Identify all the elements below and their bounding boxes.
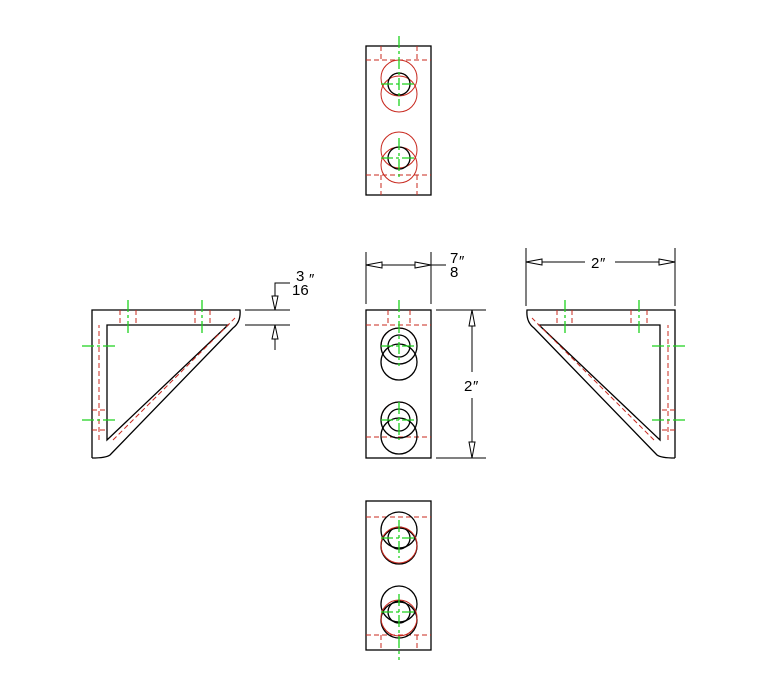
height-value: 2 — [464, 378, 472, 395]
width-unit: ″ — [459, 253, 465, 270]
length-dimension: 2 ″ — [525, 248, 676, 306]
width-denominator: 8 — [450, 264, 458, 281]
height-unit: ″ — [473, 378, 479, 395]
thickness-denominator: 16 — [292, 282, 309, 299]
bottom-view — [365, 500, 432, 660]
front-view — [365, 300, 432, 459]
left-side-view — [82, 300, 241, 459]
thickness-unit: ″ — [309, 271, 315, 288]
width-numerator: 7 — [450, 250, 458, 267]
thickness-dimension: 3 16 ″ — [245, 268, 315, 350]
length-unit: ″ — [600, 255, 606, 272]
height-dimension: 2 ″ — [436, 309, 486, 459]
length-value: 2 — [591, 255, 599, 272]
top-view — [365, 36, 432, 196]
right-side-view — [526, 300, 685, 459]
thickness-numerator: 3 — [296, 268, 304, 285]
width-dimension: 7 8 ″ — [365, 250, 465, 304]
